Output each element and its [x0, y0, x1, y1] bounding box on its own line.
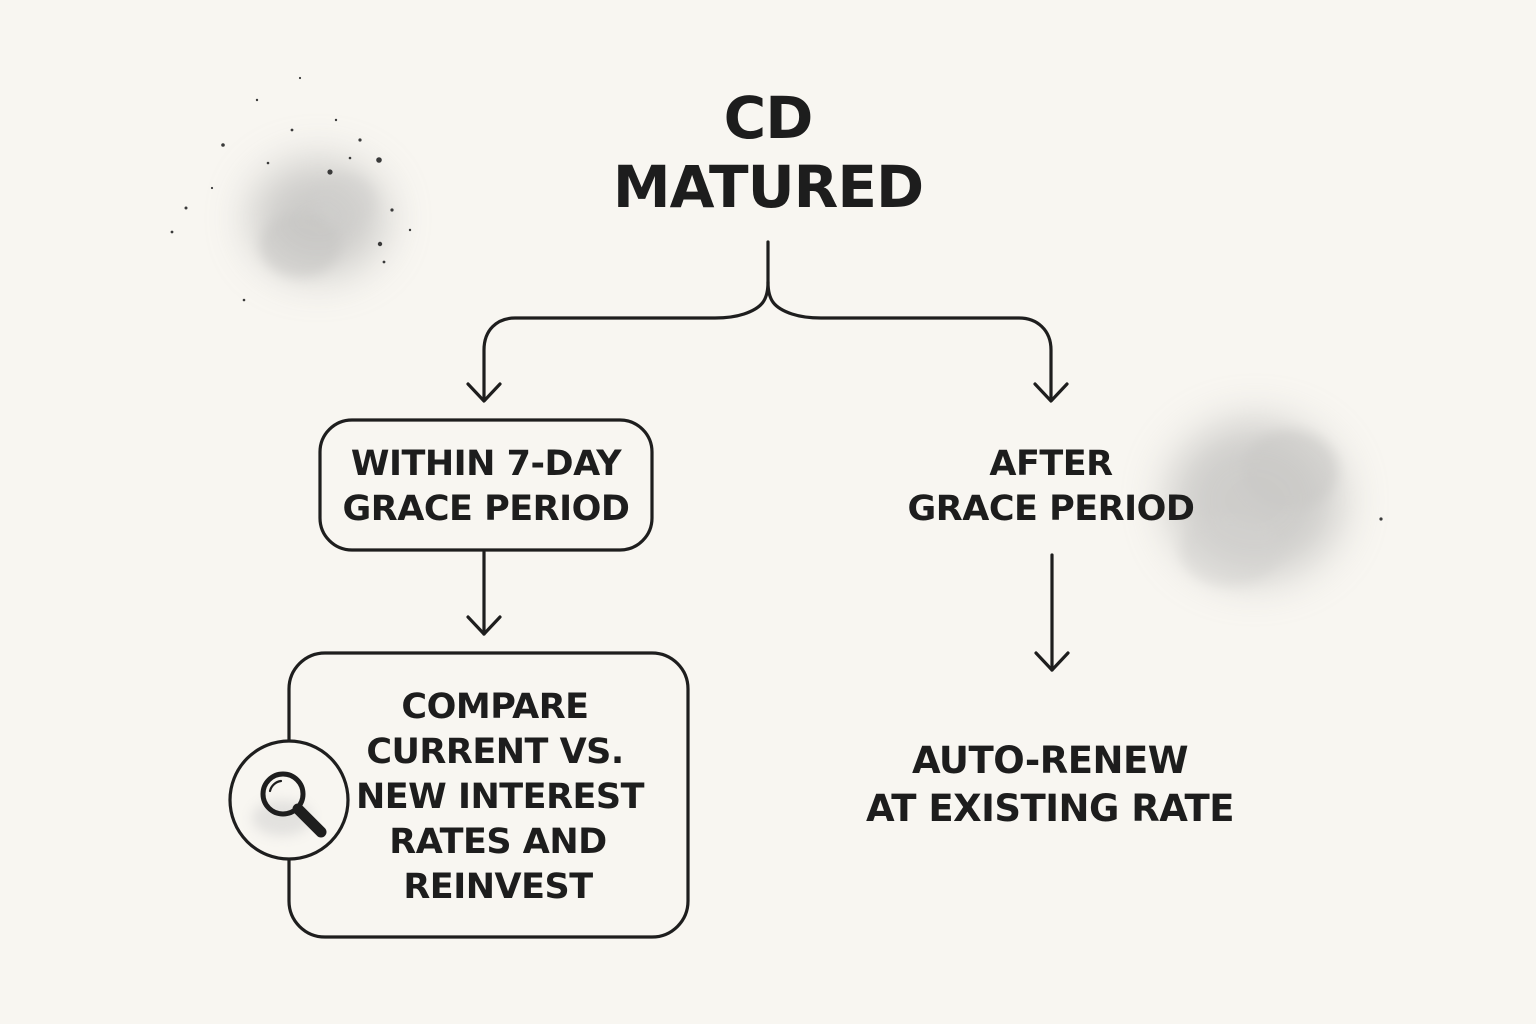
arrow-to-after-grace: [1033, 382, 1069, 403]
compare-rates-label-line-1: COMPARE: [401, 687, 589, 727]
after-grace-label-line-1: AFTER: [989, 444, 1113, 484]
compare-rates-label-line-4: RATES AND: [389, 822, 607, 862]
after-grace-label-line-2: GRACE PERIOD: [907, 489, 1195, 529]
arrow-to-compare: [466, 615, 502, 636]
arrow-to-within-grace: [466, 382, 502, 403]
connector-lines: [466, 240, 1070, 672]
arrow-to-autorenew: [1034, 651, 1070, 672]
auto-renew-label-line-2: AT EXISTING RATE: [865, 787, 1235, 830]
diagram-title-line-1: CD: [723, 84, 814, 152]
ink-smudge-right: [1167, 420, 1343, 586]
magnifying-glass-icon: [228, 739, 350, 861]
diagram-title-line-2: MATURED: [612, 153, 924, 221]
auto-renew-label-line-1: AUTO-RENEW: [911, 739, 1189, 782]
ink-speck-right: [1379, 517, 1383, 521]
within-grace-label-line-2: GRACE PERIOD: [342, 489, 630, 529]
within-grace-label-line-1: WITHIN 7-DAY: [350, 444, 622, 484]
within-grace-box: [318, 418, 654, 552]
compare-rates-label-line-5: REINVEST: [403, 867, 593, 907]
ink-smudge-top-left: [250, 160, 386, 277]
split-connector-right: [766, 280, 1053, 402]
ink-speckles-top-left: [170, 76, 412, 302]
compare-rates-label-line-2: CURRENT VS.: [366, 732, 624, 772]
split-connector: [482, 240, 770, 402]
compare-rates-label-line-3: NEW INTEREST: [355, 777, 645, 817]
